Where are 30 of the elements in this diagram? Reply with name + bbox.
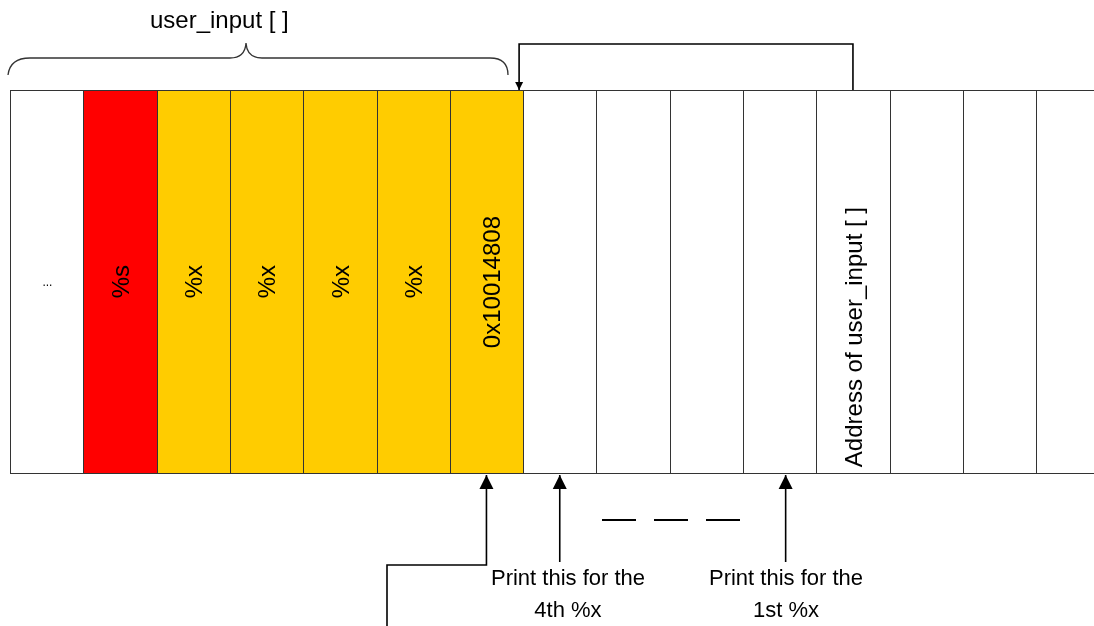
stack-cell <box>889 90 965 474</box>
stack-cell <box>743 90 818 474</box>
stack-cell <box>1036 90 1094 474</box>
arrow <box>778 474 793 563</box>
stack-cell <box>229 90 305 474</box>
stack-cell <box>523 90 598 474</box>
stack-cell <box>449 90 525 474</box>
stack-cell <box>10 90 85 474</box>
stack-cell <box>303 90 378 474</box>
stack-cell <box>376 90 452 474</box>
annotation-text: Print this for the 1st %x <box>706 562 866 626</box>
bracket-label: user_input [ ] <box>150 6 289 34</box>
stack-cell <box>669 90 745 474</box>
stack-cell <box>156 90 232 474</box>
stack-cell <box>83 90 159 474</box>
cell-text: %x <box>180 265 208 299</box>
arrow <box>552 474 567 563</box>
cell-text: 0x10014808 <box>478 215 507 349</box>
arrow <box>515 43 854 91</box>
cell-text: Address of user_input [ ] <box>839 206 868 467</box>
arrow <box>386 474 494 626</box>
stack-cell <box>816 90 892 474</box>
cell-text: ... <box>42 275 53 289</box>
cell-text: %x <box>326 265 355 299</box>
cell-text: %s <box>106 265 135 299</box>
cell-text: %x <box>253 265 282 299</box>
stack-cell <box>962 90 1038 474</box>
cell-text: %x <box>399 265 428 299</box>
annotation-text: Print this for the 4th %x <box>488 562 648 626</box>
stack-cell <box>596 90 672 474</box>
